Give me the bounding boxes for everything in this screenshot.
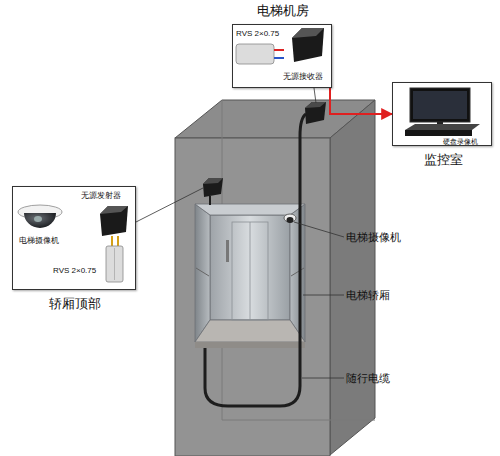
- box-heading: 监控室: [393, 153, 493, 167]
- part-name: 无源发射器: [81, 192, 121, 201]
- monitor-icon: [410, 88, 470, 126]
- leader-line: [136, 88, 344, 378]
- device-box: 轿厢顶部电梯摄像机无源发射器RVS 2×0.75: [12, 186, 136, 290]
- part-name: RVS 2×0.75: [53, 267, 96, 276]
- callout-label: 随行电缆: [346, 372, 390, 384]
- signal-arrow: [330, 88, 392, 114]
- cable-sample: [106, 246, 123, 282]
- part-name: 无源接收器: [283, 73, 323, 82]
- cable-sample: [236, 44, 284, 64]
- cable-drop: [209, 196, 211, 205]
- dome-camera-icon: [18, 205, 62, 228]
- dvr-icon: [405, 124, 480, 136]
- receiver-icon: [292, 28, 324, 62]
- part-name: RVS 2×0.75: [236, 30, 279, 39]
- callout-label: 电梯摄像机: [346, 231, 401, 243]
- travelling-cable: [205, 114, 306, 406]
- device-box: 监控室硬盘录像机: [392, 82, 492, 146]
- box-heading: 电梯机房: [233, 4, 333, 18]
- elevator-shaft: [175, 100, 375, 456]
- part-name: 电梯摄像机: [19, 237, 59, 246]
- device-box: 电梯机房RVS 2×0.75无源接收器: [232, 24, 332, 88]
- part-name: 硬盘录像机: [443, 138, 478, 146]
- passive-transmitter: [203, 178, 223, 197]
- transmitter-icon: [100, 206, 128, 246]
- passive-receiver: [305, 102, 326, 124]
- callout-label: 电梯轿厢: [346, 289, 390, 301]
- elevator-car: [195, 204, 305, 348]
- box-heading: 轿厢顶部: [13, 297, 137, 311]
